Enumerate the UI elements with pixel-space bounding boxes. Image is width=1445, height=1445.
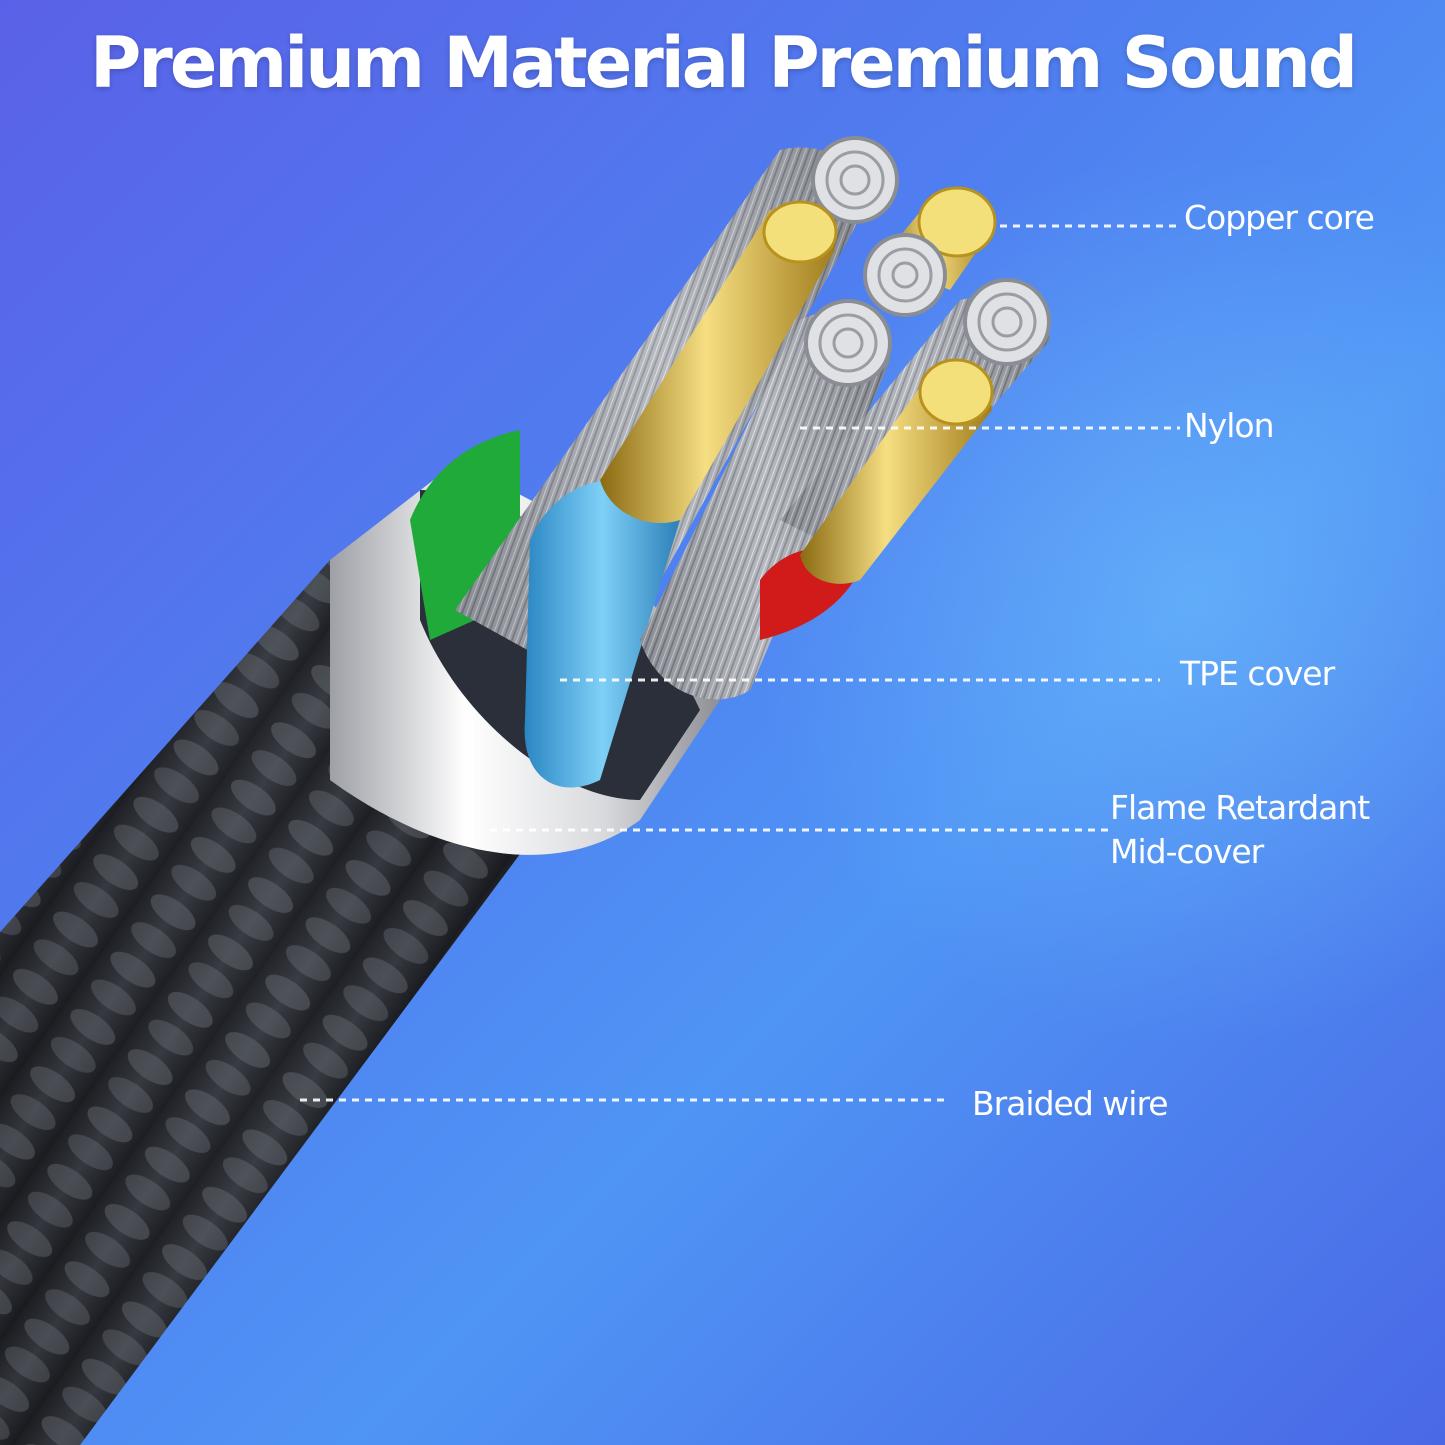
label-copper-core: Copper core bbox=[1184, 198, 1375, 237]
label-tpe-cover: TPE cover bbox=[1180, 654, 1335, 693]
label-nylon: Nylon bbox=[1184, 406, 1274, 445]
label-braided-wire: Braided wire bbox=[972, 1084, 1169, 1123]
label-flame-retardant-mid-cover: Flame Retardant Mid-cover bbox=[1110, 788, 1370, 871]
gold-conductor-left bbox=[600, 200, 838, 524]
silver-strand-bundle-middle bbox=[640, 299, 892, 700]
blue-tpe-cover bbox=[524, 480, 680, 788]
headline: Premium Material Premium Sound bbox=[90, 22, 1358, 104]
background-glow bbox=[745, 150, 1445, 1050]
silver-strand-bundle-center bbox=[863, 233, 947, 317]
